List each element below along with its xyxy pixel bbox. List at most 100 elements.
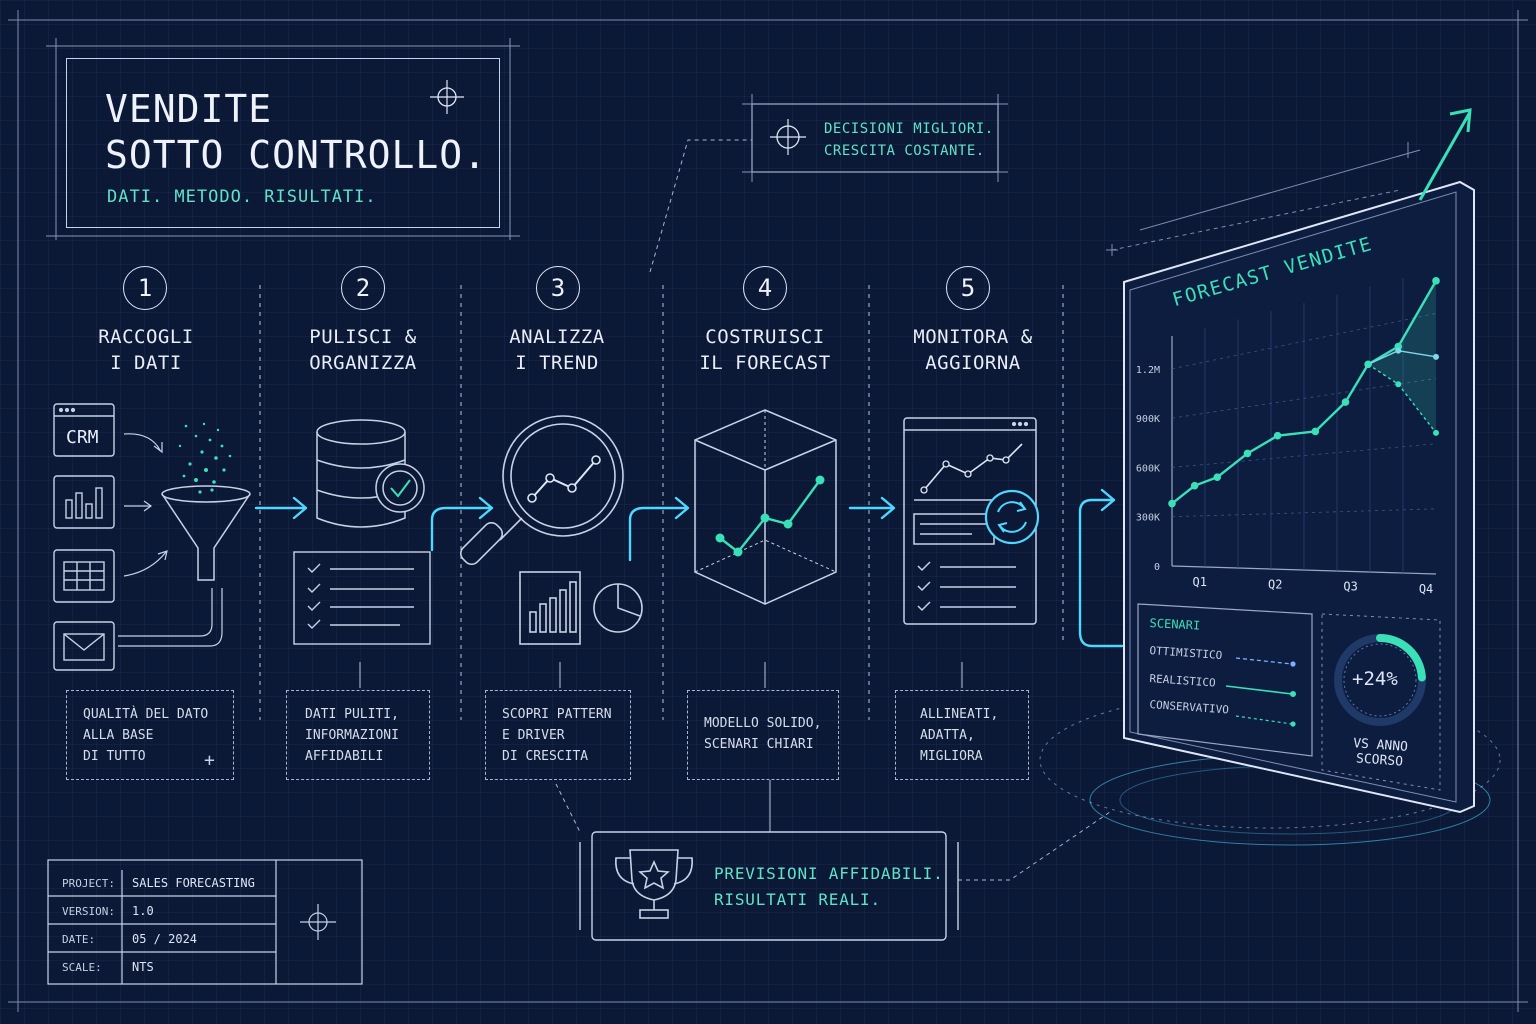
trophy-line1: PREVISIONI AFFIDABILI. xyxy=(714,864,944,883)
step-5-title-line1: MONITORA & xyxy=(913,326,1033,348)
trophy-line2: RISULTATI REALI. xyxy=(714,890,881,909)
step-5-title-line2: AGGIORNA xyxy=(925,352,1021,374)
step-2-note-line1: DATI PULITI, xyxy=(305,707,399,722)
step-1-note-line3: DI TUTTO xyxy=(83,749,146,764)
kpi-value: +24% xyxy=(1352,668,1398,690)
growth-arrow-icon xyxy=(1418,104,1474,202)
tb-version-label: VERSION: xyxy=(62,905,115,918)
crosshair-icon-small xyxy=(300,904,336,940)
tagline: DATI. METODO. RISULTATI. xyxy=(107,187,377,207)
chart-point xyxy=(1432,277,1440,285)
step-3-number: 3 xyxy=(536,266,580,310)
chart-x-tick-label: Q2 xyxy=(1268,577,1282,591)
crm-window-icon xyxy=(54,404,114,456)
step-3-title-line2: I TREND xyxy=(515,352,599,374)
step-1-note-line2: ALLA BASE xyxy=(83,728,154,743)
step-4-note-line1: MODELLO SOLIDO, xyxy=(704,716,822,731)
chart-point xyxy=(1273,431,1282,440)
step-5-note-line1: ALLINEATI, xyxy=(920,707,999,722)
chart-gridline xyxy=(1171,443,1437,468)
step-1-note-line1: QUALITÀ DEL DATO xyxy=(83,707,209,722)
chart-point xyxy=(1365,361,1372,368)
chart-point xyxy=(1433,429,1439,436)
step-4-title-line2: IL FORECAST xyxy=(699,352,831,374)
step-3-note-line1: SCOPRI PATTERN xyxy=(502,707,612,722)
step-5-note-line3: MIGLIORA xyxy=(920,749,983,764)
step-5-number: 5 xyxy=(946,266,990,310)
step-3-title-line1: ANALIZZA xyxy=(509,326,605,348)
cube-forecast-icon xyxy=(694,408,838,606)
step-2-note-line3: AFFIDABILI xyxy=(305,749,384,764)
step-4-number: 4 xyxy=(743,266,787,310)
chart-point xyxy=(1341,398,1350,406)
reports-icon xyxy=(520,572,646,644)
step-4-title-line1: COSTRUISCI xyxy=(705,326,825,348)
chart-y-tick-label: 600K xyxy=(1136,463,1160,474)
chart-point xyxy=(1190,481,1199,490)
chart-y-tick-label: 900K xyxy=(1136,414,1160,425)
step-1-title-line2: I DATI xyxy=(110,352,182,374)
chart-point xyxy=(1395,381,1402,388)
step-2-note-line2: INFORMAZIONI xyxy=(305,728,399,743)
trophy-icon xyxy=(614,848,696,920)
checklist-icon xyxy=(294,552,430,644)
bar-chart-icon xyxy=(54,476,114,528)
step-5-note-line2: ADATTA, xyxy=(920,728,975,743)
tb-scale-label: SCALE: xyxy=(62,961,102,974)
step-3-note-line2: E DRIVER xyxy=(502,728,565,743)
scenarios-title: SCENARI xyxy=(1149,616,1201,633)
chart-point xyxy=(1395,347,1402,354)
step-2-title-line1: PULISCI & xyxy=(309,326,417,348)
page-title-line1: VENDITE xyxy=(105,87,273,131)
step-1-title-line1: RACCOGLI xyxy=(98,326,194,348)
target-icon xyxy=(770,119,806,155)
tb-version-value: 1.0 xyxy=(132,904,154,918)
step-5-note: ALLINEATI, ADATTA, MIGLIORA xyxy=(895,690,1029,780)
refresh-icon xyxy=(986,491,1038,543)
title-block: PROJECT: SALES FORECASTING VERSION: 1.0 … xyxy=(48,860,362,984)
chart-series-line xyxy=(1171,280,1438,505)
chart-y-tick-label: 300K xyxy=(1136,513,1160,524)
chart-point xyxy=(1243,449,1252,458)
step-2-title-line2: ORGANIZZA xyxy=(309,352,417,374)
chart-x-tick-label: Q3 xyxy=(1343,580,1357,594)
callout-line1: DECISIONI MIGLIORI. xyxy=(824,121,994,137)
chart-gridline xyxy=(1171,508,1437,518)
step-4-note-line2: SCENARI CHIARI xyxy=(704,737,814,752)
crosshair-icon xyxy=(430,80,464,114)
chart-x-tick-label: Q4 xyxy=(1419,582,1433,596)
forecast-cone xyxy=(1368,280,1436,433)
step-1-number: 1 xyxy=(123,266,167,310)
database-check-icon xyxy=(316,418,426,534)
callout-line2: CRESCITA COSTANTE. xyxy=(824,143,985,159)
chart-x-tick-label: Q1 xyxy=(1193,575,1207,589)
page-title-line2: SOTTO CONTROLLO. xyxy=(105,133,488,177)
step-1-title: RACCOGLI I DATI xyxy=(46,324,246,376)
step-5-title: MONITORA & AGGIORNA xyxy=(873,324,1073,376)
tb-scale-value: NTS xyxy=(132,960,154,974)
step-1-note: QUALITÀ DEL DATO ALLA BASE DI TUTTO xyxy=(66,690,234,780)
chart-y-tick-label: 0 xyxy=(1154,562,1160,573)
step-4-title: COSTRUISCI IL FORECAST xyxy=(665,324,865,376)
callout: DECISIONI MIGLIORI. CRESCITA COSTANTE. xyxy=(824,118,994,162)
step-3-note-line3: DI CRESCITA xyxy=(502,749,589,764)
step-3-note: SCOPRI PATTERN E DRIVER DI CRESCITA xyxy=(485,690,631,780)
trophy-message: PREVISIONI AFFIDABILI. RISULTATI REALI. xyxy=(714,861,944,913)
crm-label: CRM xyxy=(66,427,99,448)
tb-date-label: DATE: xyxy=(62,933,96,946)
funnel-icon xyxy=(160,420,252,582)
step-3-title: ANALIZZA I TREND xyxy=(457,324,657,376)
tb-date-value: 05 / 2024 xyxy=(132,932,198,946)
magnifier-trend-icon xyxy=(470,414,630,578)
title-box: VENDITE SOTTO CONTROLLO. DATI. METODO. R… xyxy=(66,58,500,228)
chart-point xyxy=(1433,353,1439,360)
chart-y-tick-label: 1.2M xyxy=(1136,365,1160,376)
step-4-note: MODELLO SOLIDO, SCENARI CHIARI xyxy=(687,690,839,780)
chart-point xyxy=(1168,499,1176,508)
step-2-note: DATI PULITI, INFORMAZIONI AFFIDABILI xyxy=(286,690,430,780)
step-2-number: 2 xyxy=(341,266,385,310)
tb-project-label: PROJECT: xyxy=(62,877,115,890)
mail-icon xyxy=(54,622,114,670)
